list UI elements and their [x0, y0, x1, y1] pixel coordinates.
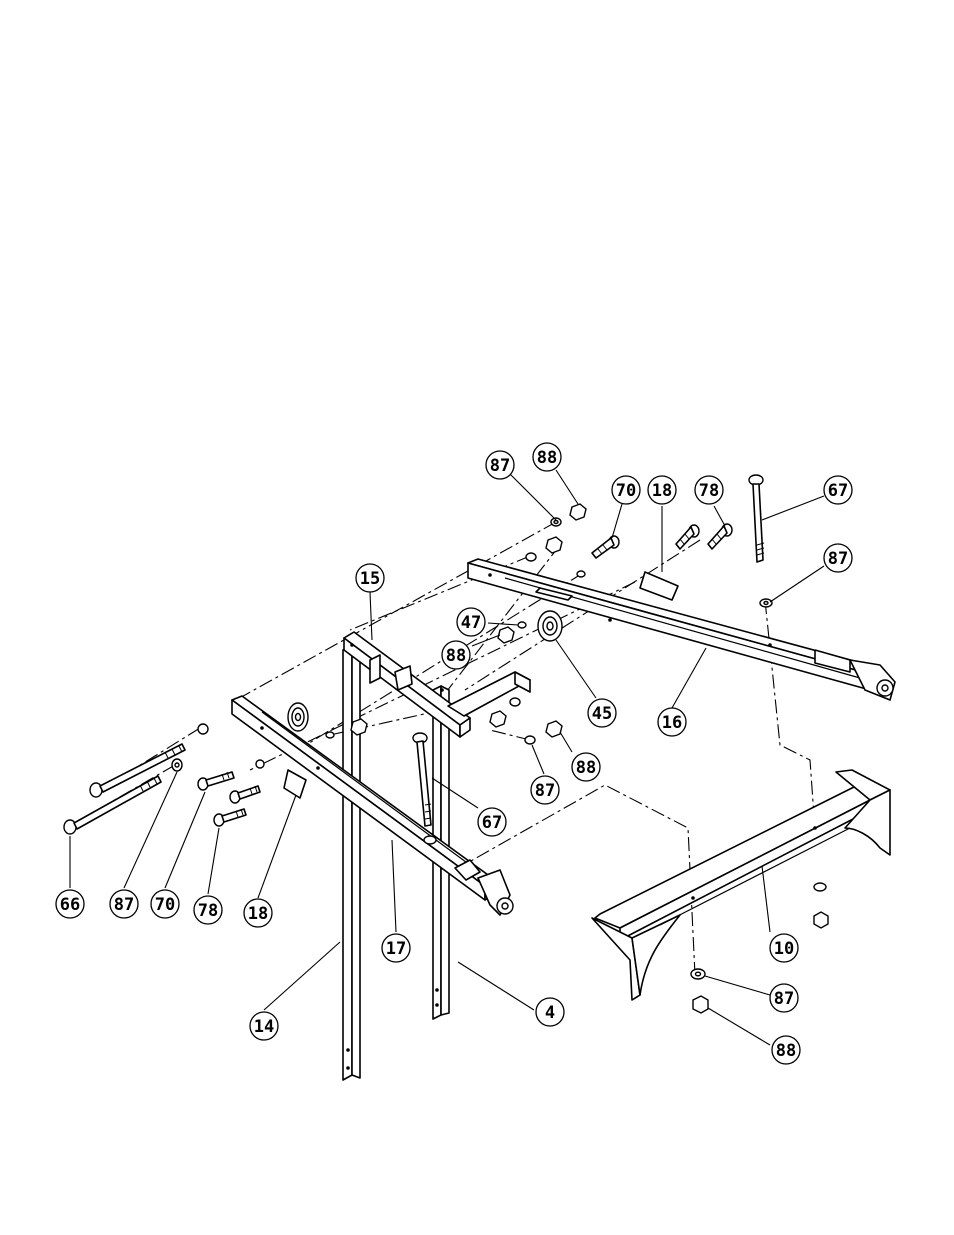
callout-78-top: 78: [694, 475, 724, 505]
bolt-78-left-a: [229, 785, 261, 804]
callout-14: 14: [249, 1011, 279, 1041]
callout-label: 66: [60, 895, 80, 915]
callout-70-left: 70: [150, 889, 180, 919]
callout-47: 47: [456, 607, 486, 637]
callout-78-left: 78: [193, 895, 223, 925]
pulley-left: [287, 702, 309, 732]
bolt-70-left: [197, 771, 235, 791]
callout-label: 70: [155, 895, 175, 915]
callout-88-top: 88: [532, 442, 562, 472]
base-frame-10: [591, 769, 891, 1001]
washers-and-nuts: [171, 503, 829, 1014]
callout-label: 67: [482, 813, 502, 833]
callout-18-top: 18: [647, 475, 677, 505]
callout-label: 87: [114, 895, 134, 915]
plate-18-left: [283, 769, 307, 799]
callout-label: 87: [774, 989, 794, 1009]
upright-14: [342, 644, 361, 1081]
callout-label: 14: [254, 1017, 274, 1037]
callout-label: 88: [537, 448, 557, 468]
callout-67-mid: 67: [477, 807, 507, 837]
bolt-78-left-b: [213, 808, 247, 827]
callout-label: 18: [652, 481, 672, 501]
callout-88-center: 88: [571, 752, 601, 782]
beam-17: [231, 695, 514, 916]
callout-label: 87: [535, 781, 555, 801]
callout-88-mid: 88: [441, 640, 471, 670]
callout-87-center: 87: [530, 775, 560, 805]
callout-label: 45: [592, 704, 612, 724]
callout-label: 87: [828, 549, 848, 569]
beam-16: [467, 558, 896, 701]
leader-lines: [69, 469, 825, 1046]
callout-10: 10: [769, 933, 799, 963]
callout-66: 66: [55, 889, 85, 919]
bolt-67-mid: [412, 732, 432, 827]
callout-label: 78: [198, 901, 218, 921]
callout-70-top: 70: [611, 475, 641, 505]
pulley-45: [537, 610, 563, 642]
callout-label: 15: [360, 569, 380, 589]
callout-label: 18: [248, 904, 268, 924]
callout-label: 47: [461, 613, 481, 633]
callout-67-top: 67: [823, 475, 853, 505]
bolt-66-long-b: [63, 775, 162, 835]
callout-label: 88: [446, 646, 466, 666]
callout-87-left: 87: [109, 889, 139, 919]
callout-16: 16: [657, 707, 687, 737]
callout-88-bottom: 88: [771, 1035, 801, 1065]
callout-87-top: 87: [485, 450, 515, 480]
callout-label: 67: [828, 481, 848, 501]
callout-17: 17: [381, 933, 411, 963]
callout-label: 88: [776, 1041, 796, 1061]
bolt-78-right-b: [707, 523, 733, 550]
callout-label: 78: [699, 481, 719, 501]
callout-label: 17: [386, 939, 406, 959]
callout-87-bottom: 87: [769, 983, 799, 1013]
callout-4: 4: [535, 997, 565, 1027]
callout-label: 88: [576, 758, 596, 778]
callout-label: 16: [662, 713, 682, 733]
callout-18-left: 18: [243, 898, 273, 928]
bolt-67-top: [748, 474, 765, 563]
callout-45: 45: [587, 698, 617, 728]
callout-87-right: 87: [823, 543, 853, 573]
plate-18-right: [639, 571, 679, 601]
callout-label: 70: [616, 481, 636, 501]
bolt-70-right: [591, 535, 620, 559]
callout-15: 15: [355, 563, 385, 593]
bolt-66-long-a: [89, 743, 186, 798]
bolt-78-right-a: [675, 524, 700, 550]
callout-label: 4: [545, 1003, 555, 1023]
callout-label: 10: [774, 939, 794, 959]
crossbar-15: [343, 631, 531, 738]
callout-label: 87: [490, 456, 510, 476]
